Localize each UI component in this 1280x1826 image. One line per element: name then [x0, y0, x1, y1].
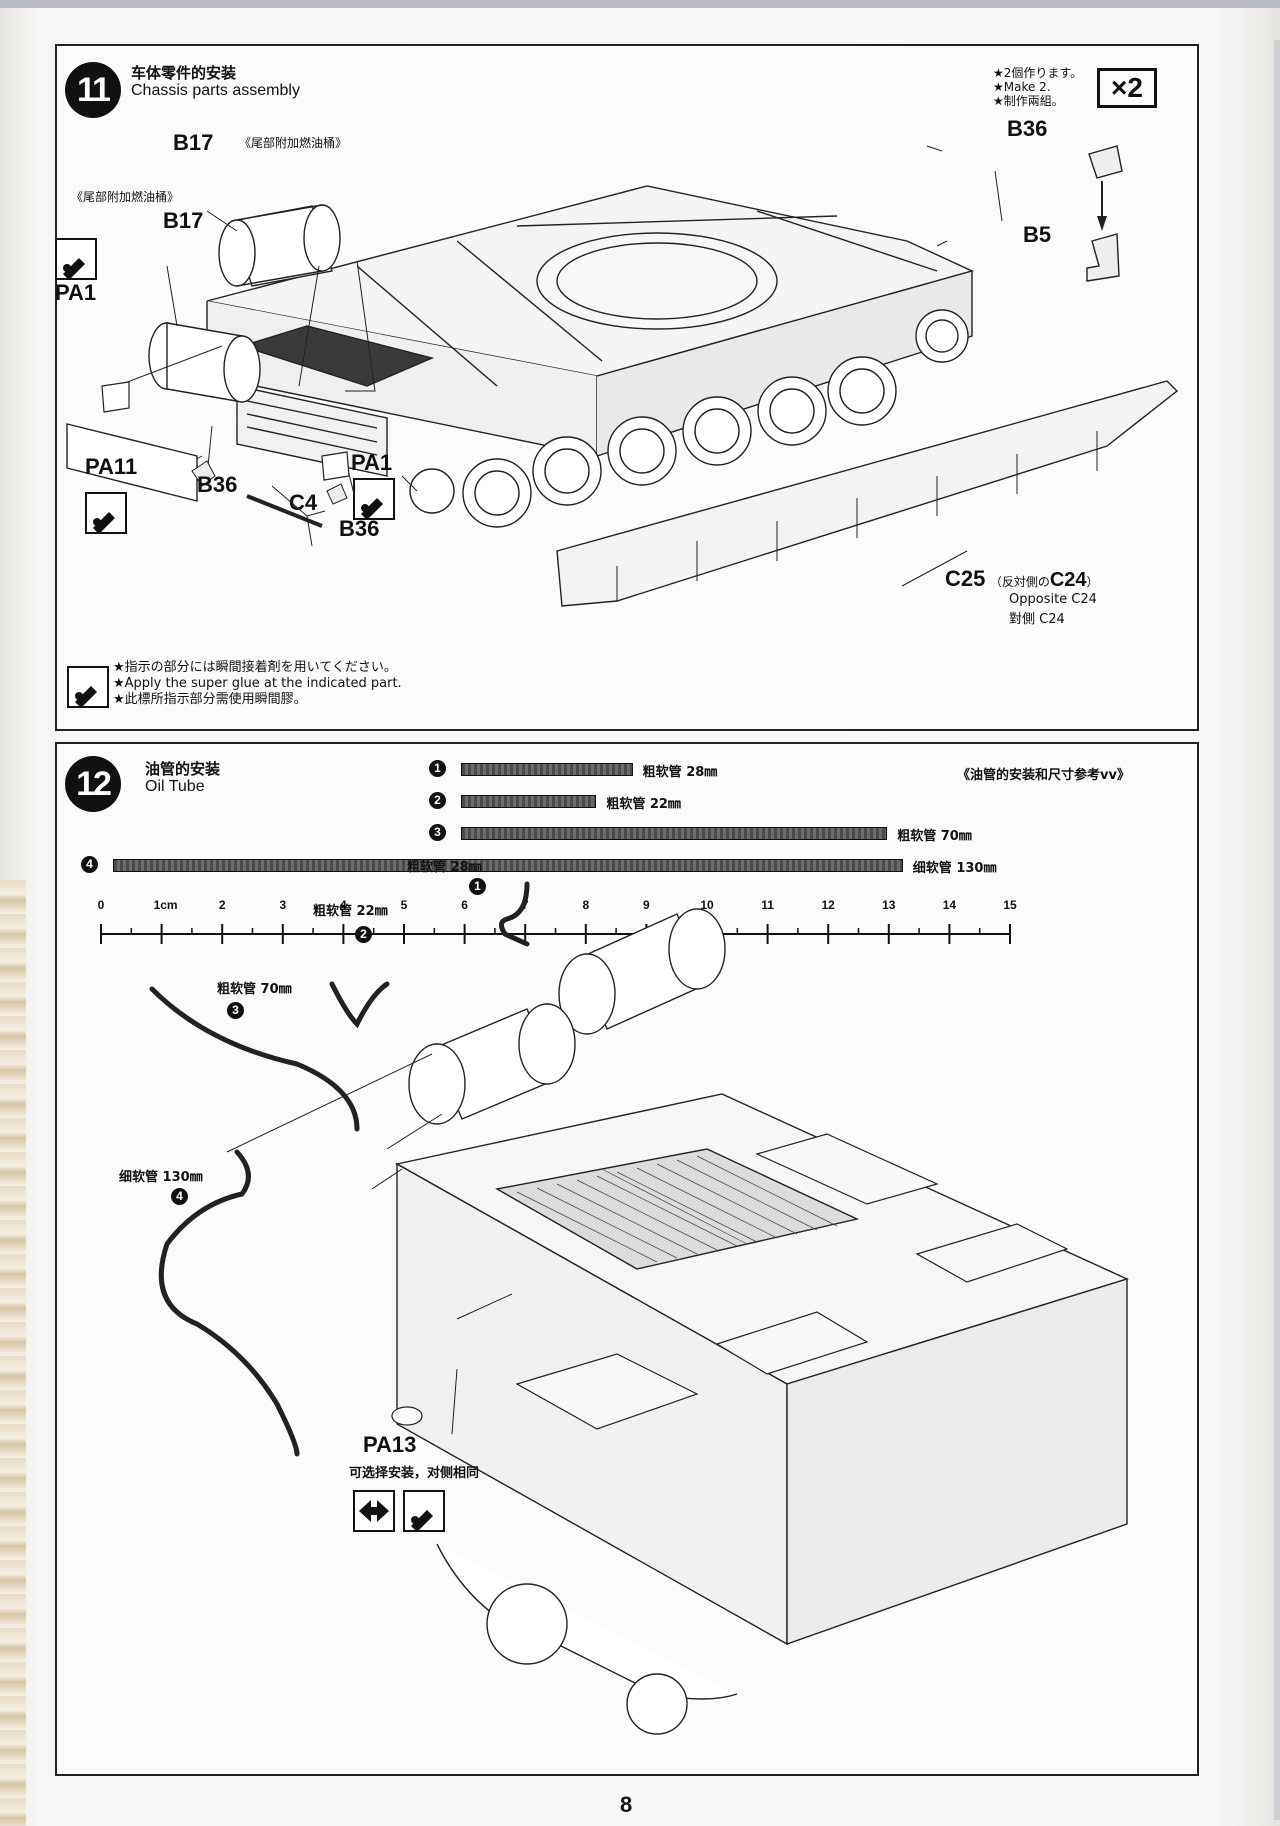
- tube-3-label: 粗软管 70㎜: [897, 829, 972, 844]
- glue-icon-pa11: [85, 492, 127, 534]
- callout-3-number: 3: [227, 1002, 244, 1019]
- ruler-tick-label: 1cm: [153, 898, 178, 912]
- tube-3-bar: [461, 827, 888, 840]
- page-right-edge: [1274, 40, 1280, 1820]
- label-b5: B5: [1023, 222, 1052, 247]
- tube-1-label: 粗软管 28㎜: [642, 765, 718, 780]
- glue-legend-icon: [67, 666, 109, 708]
- note-b17-left: 《尾部附加燃油桶》: [71, 190, 180, 204]
- label-pa11: PA11: [85, 454, 138, 479]
- ruler: [100, 924, 1011, 944]
- tube-3-number: 3: [429, 824, 446, 841]
- tube-1-number: 1: [429, 760, 446, 777]
- tube-2-number: 2: [429, 792, 446, 809]
- tube-2-bar: [461, 795, 597, 808]
- ruler-tick-label: 2: [218, 898, 226, 912]
- step-12-number: 12: [65, 756, 121, 812]
- make-two-notes: ★2個作ります。 ★Make 2. ★制作兩組。: [993, 66, 1082, 108]
- ruler-tick-label: 10: [700, 898, 714, 912]
- label-b17-top: B17: [173, 130, 214, 155]
- ruler-tick-label: 13: [882, 898, 896, 912]
- callout-4-number: 4: [171, 1188, 188, 1205]
- ruler-tick-label: 4: [340, 898, 347, 912]
- callout-2-label: 粗软管 22㎜: [313, 904, 388, 919]
- page-top-edge: [0, 0, 1280, 8]
- label-c25: C25: [945, 566, 986, 591]
- label-c24: C24: [1049, 569, 1087, 591]
- glue-drop-icon: [361, 498, 383, 518]
- chassis-illustration: [66, 145, 1179, 607]
- opposite-c24-en: Opposite C24: [1009, 592, 1097, 607]
- c24-note-prefix: （反対側の: [989, 575, 1050, 589]
- make-note-jp: ★2個作ります。: [993, 66, 1083, 80]
- step-11-title-en: Chassis parts assembly: [131, 82, 300, 99]
- glue-drop-icon: [411, 1510, 433, 1530]
- tube-2-label: 粗软管 22㎜: [606, 797, 681, 812]
- c25-callout: C25 （反対側のC24）: [945, 566, 1099, 592]
- glue-note-en: ★Apply the super glue at the indicated p…: [113, 676, 402, 691]
- ruler-tick-label: 11: [761, 898, 774, 912]
- ruler-tick-label: 0: [97, 898, 105, 912]
- glue-drop-icon: [93, 512, 115, 532]
- ruler-tick-label: 9: [643, 898, 650, 912]
- ruler-tick-label: 12: [821, 898, 835, 912]
- glue-icon-pa1-left: [55, 238, 97, 280]
- step-12-title-en: Oil Tube: [145, 778, 205, 795]
- step-12-panel: 12 油管的安装 Oil Tube 《油管的安装和尺寸参考vv》 1 粗软管 2…: [55, 742, 1199, 1776]
- label-pa1-right: PA1: [351, 450, 393, 475]
- step-11-title-cn: 车体零件的安装: [131, 64, 237, 82]
- oil-tube-illustration: [149, 881, 1129, 1735]
- label-b17-left: B17: [163, 208, 204, 233]
- callout-4-label: 细软管 130㎜: [119, 1170, 203, 1185]
- swap-arrows-icon: [359, 1500, 389, 1522]
- step-12-title-cn: 油管的安装: [145, 760, 221, 778]
- ruler-tick-label: 15: [1003, 898, 1017, 912]
- glue-drop-icon: [63, 258, 85, 278]
- callout-1-number: 1: [469, 878, 486, 895]
- page-number: 8: [620, 1792, 633, 1817]
- ruler-tick-label: 14: [942, 898, 957, 912]
- label-pa1-left: PA1: [55, 280, 97, 305]
- glue-note-jp: ★指示の部分には瞬間接着剤を用いてください。: [113, 660, 397, 675]
- callout-3-label: 粗软管 70㎜: [217, 982, 292, 997]
- glue-icon-pa13: [403, 1490, 445, 1532]
- glue-legend-notes: ★指示の部分には瞬間接着剤を用いてください。 ★Apply the super …: [113, 660, 402, 708]
- label-b36-bottom: B36: [339, 516, 380, 541]
- step-11-panel: 11 车体零件的安装 Chassis parts assembly ★2個作りま…: [55, 44, 1199, 731]
- ruler-tick-label: 6: [461, 898, 468, 912]
- c24-note-suffix: ）: [1086, 575, 1099, 589]
- make-note-en: ★Make 2.: [993, 80, 1051, 94]
- optional-install-icon: [353, 1490, 395, 1532]
- glue-note-cn: ★此標所指示部分需使用瞬間膠。: [113, 692, 307, 707]
- callout-2-number: 2: [355, 926, 372, 943]
- page-left-edge: [0, 880, 26, 1826]
- times-two-badge: ×2: [1097, 68, 1157, 108]
- tube-4-label: 细软管 130㎜: [912, 861, 997, 876]
- glue-drop-icon: [75, 686, 97, 706]
- callout-1-label: 粗软管 28㎜: [407, 860, 482, 875]
- reference-note: 《油管的安装和尺寸参考vv》: [957, 768, 1130, 783]
- pa13-note: 可选择安装，对侧相同: [349, 1466, 480, 1481]
- tube-4-number: 4: [81, 856, 98, 873]
- tube-1-bar: [461, 763, 633, 776]
- label-b36-right: B36: [1007, 116, 1048, 141]
- label-c4: C4: [289, 490, 318, 515]
- label-pa13: PA13: [363, 1432, 417, 1457]
- make-note-cn: ★制作兩組。: [993, 94, 1064, 108]
- glue-icon-pa1-right: [353, 478, 395, 520]
- tube-4-bar: [113, 859, 903, 872]
- ruler-tick-label: 5: [400, 898, 408, 912]
- label-b36-left: B36: [197, 472, 238, 497]
- ruler-tick-label: 8: [582, 898, 590, 912]
- note-b17-top: 《尾部附加燃油桶》: [239, 136, 348, 150]
- opposite-c24-cn: 對側 C24: [1009, 612, 1065, 627]
- ruler-tick-label: 3: [279, 898, 287, 912]
- step-11-number: 11: [65, 62, 121, 118]
